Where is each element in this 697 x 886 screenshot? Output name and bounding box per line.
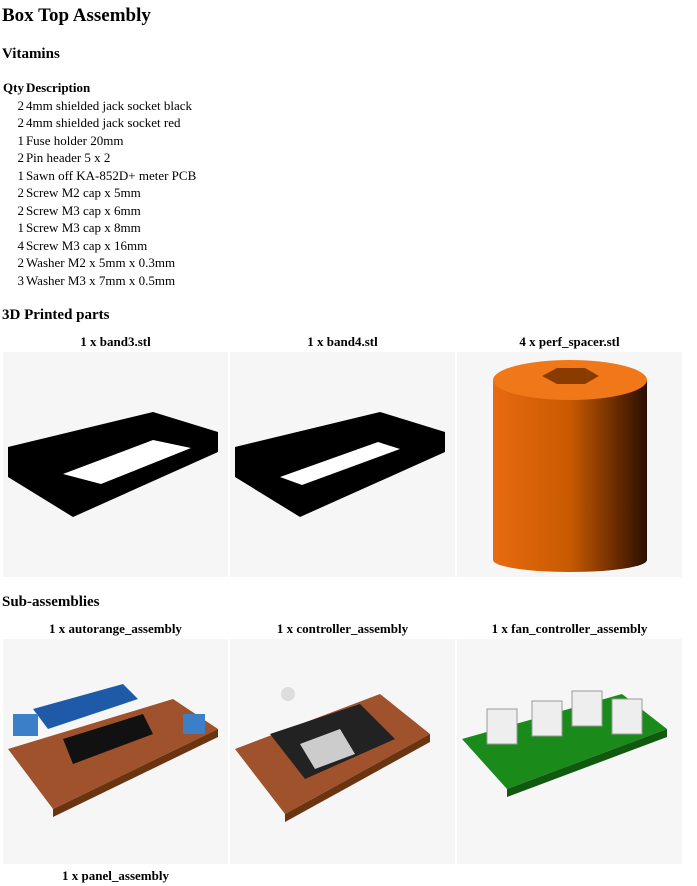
assembly-label: 1 x controller_assembly [276, 621, 409, 636]
part-label: 1 x band4.stl [307, 334, 378, 349]
vitamin-qty: 1 [17, 167, 24, 183]
controller-assembly-image[interactable] [230, 639, 455, 864]
vitamin-description: Washer M3 x 7mm x 0.5mm [25, 272, 176, 288]
vitamin-qty: 2 [17, 255, 24, 270]
part-label: 4 x perf_spacer.stl [519, 334, 620, 349]
vitamin-description: Pin header 5 x 2 [25, 150, 111, 165]
vitamin-description: 4mm shielded jack socket black [25, 97, 193, 113]
description-header: Description [25, 80, 91, 95]
vitamin-description: Washer M2 x 5mm x 0.3mm [25, 255, 176, 270]
band4-image[interactable] [230, 352, 455, 577]
vitamin-description: Fuse holder 20mm [25, 132, 124, 148]
printed-parts-heading: 3D Printed parts [2, 307, 110, 323]
vitamin-qty: 2 [17, 150, 24, 165]
vitamin-qty: 2 [17, 115, 24, 130]
sub-assemblies-heading: Sub-assemblies [2, 594, 100, 610]
part-label: 1 x band3.stl [80, 334, 151, 349]
band3-image[interactable] [3, 352, 228, 577]
printed-parts-table: 1 x band3.stl 1 x band4.stl 4 x perf_spa… [1, 330, 684, 579]
vitamins-heading: Vitamins [2, 46, 60, 62]
assembly-label: 1 x fan_controller_assembly [491, 621, 648, 636]
vitamin-qty: 1 [17, 132, 24, 148]
vitamin-qty: 2 [17, 185, 24, 200]
vitamin-qty: 2 [17, 202, 24, 218]
fan-controller-assembly-image[interactable] [457, 639, 682, 864]
vitamin-description: 4mm shielded jack socket red [25, 115, 181, 130]
vitamin-qty: 4 [17, 237, 24, 253]
vitamin-description: Sawn off KA-852D+ meter PCB [25, 167, 197, 183]
perf-spacer-image[interactable] [457, 352, 682, 577]
vitamin-description: Screw M3 cap x 8mm [25, 220, 141, 235]
vitamin-qty: 3 [17, 272, 24, 288]
vitamin-qty: 1 [17, 220, 24, 235]
sub-assemblies-table: 1 x autorange_assembly 1 x controller_as… [1, 617, 684, 886]
vitamin-description: Screw M2 cap x 5mm [25, 185, 141, 200]
qty-header: Qty [3, 80, 24, 95]
assembly-label: 1 x panel_assembly [62, 868, 169, 883]
vitamin-description: Screw M3 cap x 6mm [25, 202, 141, 218]
vitamin-qty: 2 [17, 97, 24, 113]
vitamin-description: Screw M3 cap x 16mm [25, 237, 148, 253]
assembly-label: 1 x autorange_assembly [49, 621, 182, 636]
page-title: Box Top Assembly [2, 5, 151, 26]
autorange-assembly-image[interactable] [3, 639, 228, 864]
